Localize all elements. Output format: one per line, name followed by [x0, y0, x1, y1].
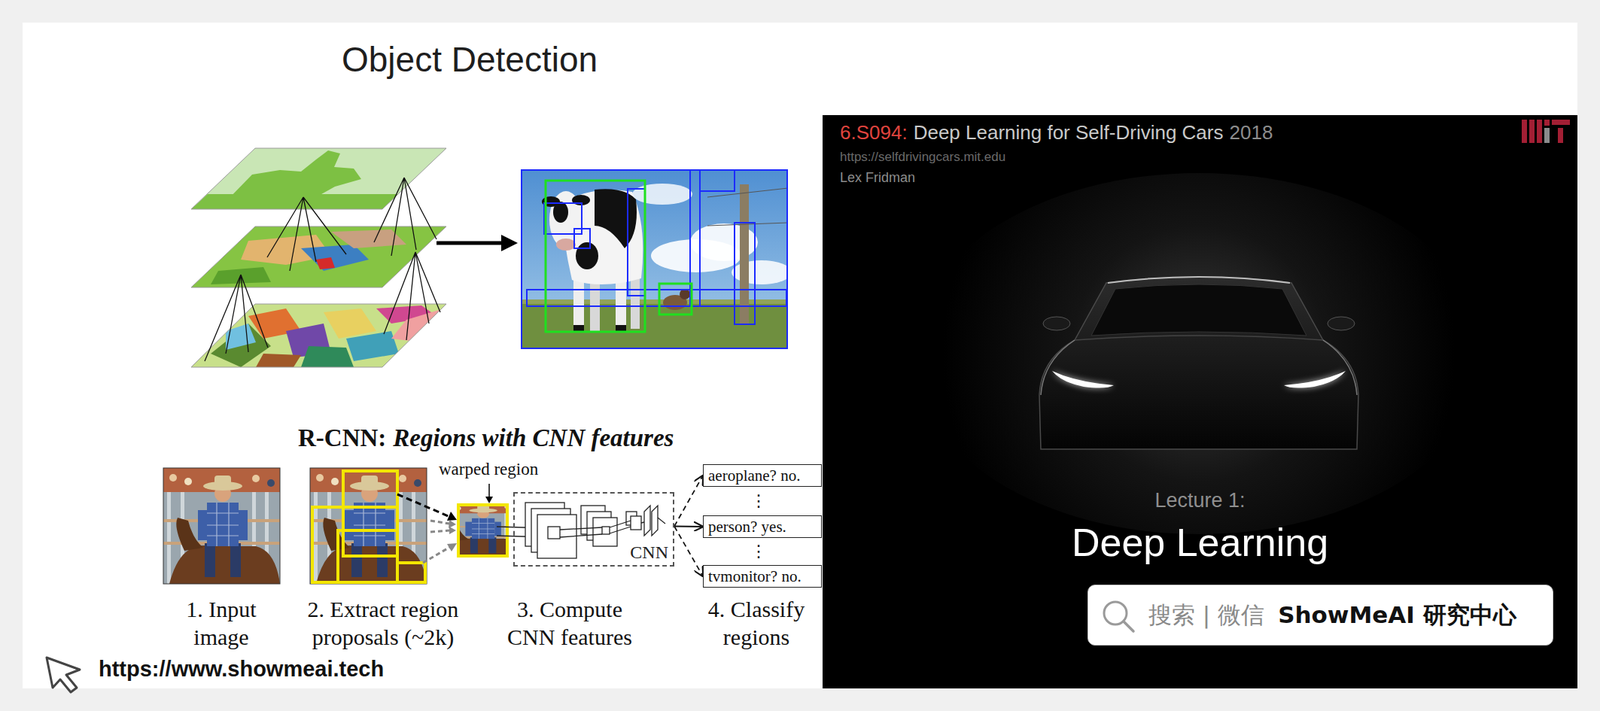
class-label: aeroplane? no. — [708, 465, 800, 487]
heading-text: Regions with CNN features — [392, 424, 674, 453]
video-frame — [822, 115, 1578, 689]
input-photo — [163, 468, 280, 585]
connector-arrow — [674, 475, 703, 527]
lecturer: Lex Fridman — [839, 170, 916, 186]
lecture-title: Deep Learning — [822, 520, 1578, 566]
proposal-photo — [310, 468, 427, 585]
search-text-row: 搜索 | 微信 ShowMeAI 研究中心 — [1148, 585, 1517, 645]
warped-region — [440, 501, 525, 557]
course-heading: 6.S094:Deep Learning for Self-Driving Ca… — [839, 121, 1273, 145]
cursor-icon — [46, 657, 80, 693]
class-box: tvmonitor? no. — [702, 565, 822, 588]
network-label: CNN — [629, 542, 669, 563]
course-code: 6.S094: — [839, 121, 908, 145]
account-name: ShowMeAI 研究中心 — [1277, 599, 1517, 632]
class-box: aeroplane? no. — [702, 464, 822, 487]
flow-arrow — [436, 234, 518, 252]
page-ground — [22, 22, 1578, 689]
class-label: person? yes. — [708, 517, 787, 538]
class-label: tvmonitor? no. — [708, 566, 802, 588]
video-panel: 6.S094:Deep Learning for Self-Driving Ca… — [822, 115, 1578, 689]
connector-arrow — [674, 526, 703, 528]
ellipsis: ⋮ — [750, 543, 767, 560]
step-label: 3. Compute CNN features — [501, 595, 638, 651]
course-url: https://selfdrivingcars.mit.edu — [839, 149, 1006, 165]
course-title: Deep Learning for Self-Driving Cars — [913, 121, 1224, 145]
detection-photo — [520, 169, 788, 350]
page-title: Object Detection — [341, 39, 598, 80]
ellipsis: ⋮ — [750, 492, 767, 510]
mit-logo — [1521, 119, 1570, 143]
step-label: 4. Classify regions — [688, 595, 825, 651]
step-label: 1. Input image — [157, 595, 286, 651]
class-box: person? yes. — [702, 515, 822, 539]
warp-arrows — [397, 483, 493, 563]
website-url: https://www.showmeai.tech — [98, 657, 384, 682]
annotation: warped region — [438, 459, 539, 480]
segmentation-layers — [180, 142, 452, 371]
search-icon — [1099, 596, 1138, 635]
step-label: 2. Extract region proposals (~2k) — [292, 595, 474, 651]
search-hint: 搜索 | 微信 — [1148, 599, 1265, 632]
heading-prefix: R-CNN: — [298, 424, 387, 453]
lecture-number: Lecture 1: — [822, 489, 1578, 513]
search-box: 搜索 | 微信 ShowMeAI 研究中心 — [1087, 584, 1554, 646]
connector-arrow — [674, 526, 703, 578]
heading-row: R-CNN:Regions with CNN features — [298, 424, 674, 453]
car-silhouette — [1039, 276, 1359, 450]
course-year: 2018 — [1229, 121, 1274, 145]
cnn-box: CNN — [513, 492, 675, 567]
